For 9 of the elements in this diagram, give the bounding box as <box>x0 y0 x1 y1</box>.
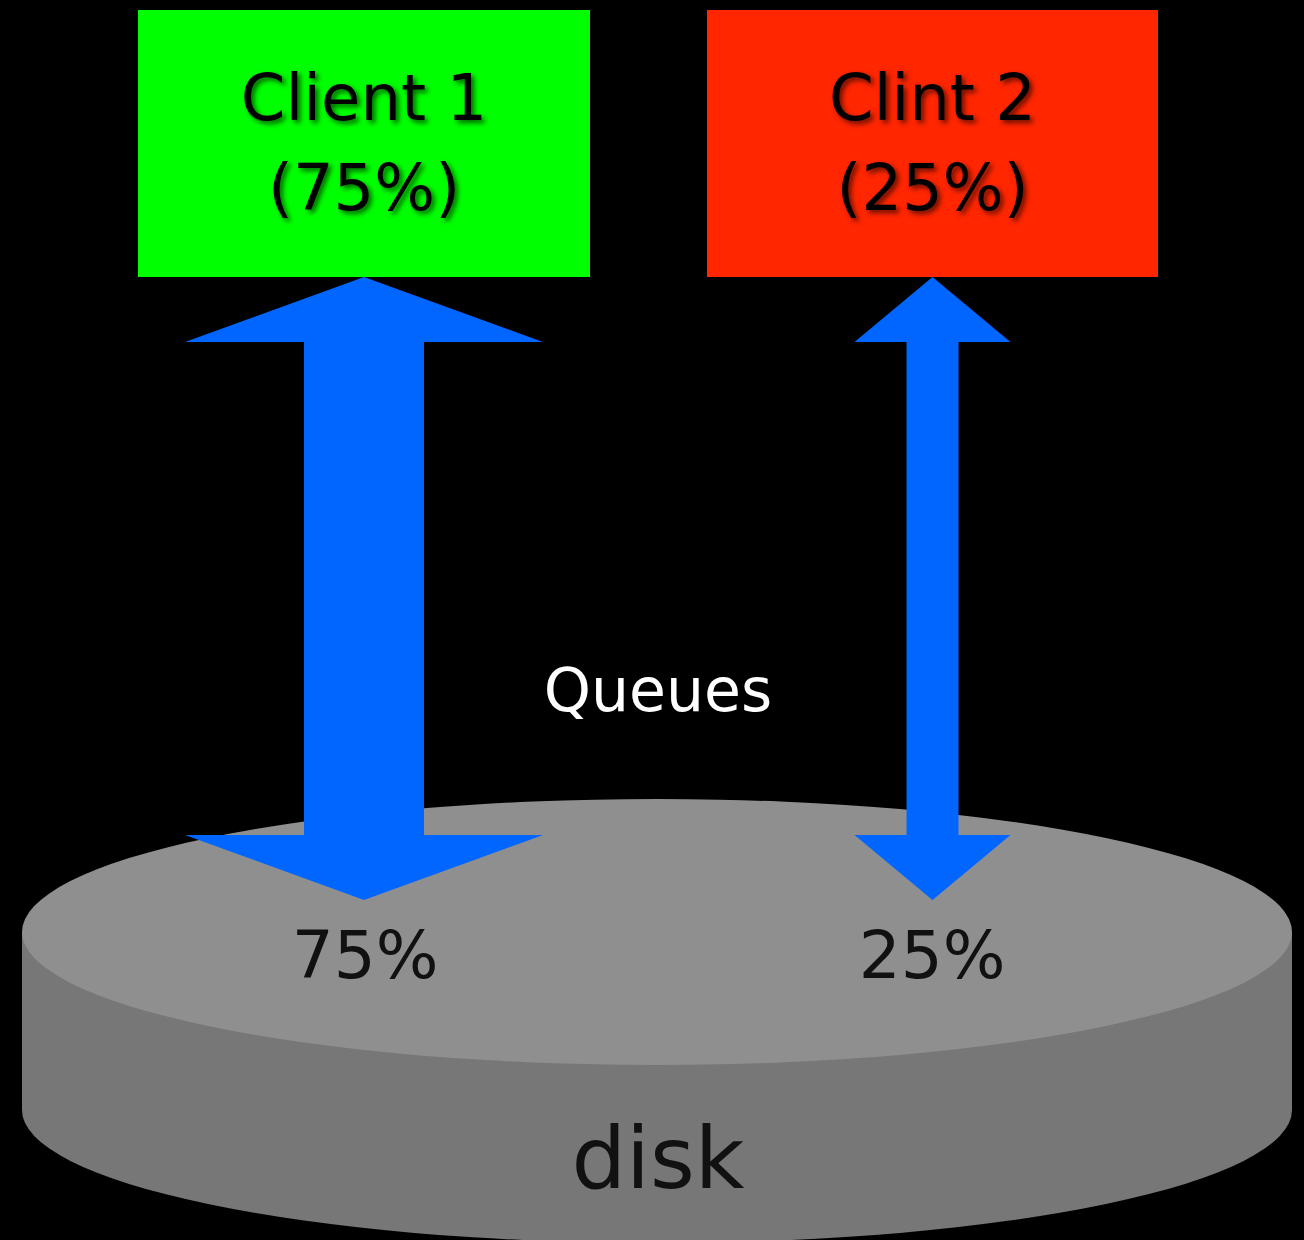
client-box: Clint 2 (25%) <box>707 10 1158 277</box>
disk-label: disk <box>571 1108 745 1208</box>
disk-cylinder <box>22 798 1292 1240</box>
percentage-label: 75% <box>291 916 439 994</box>
double-arrow <box>185 277 543 900</box>
queues-label: Queues <box>543 655 773 725</box>
client-box: Client 1 (75%) <box>138 10 590 277</box>
percentage-label: 25% <box>858 916 1006 994</box>
double-arrow <box>854 277 1011 900</box>
